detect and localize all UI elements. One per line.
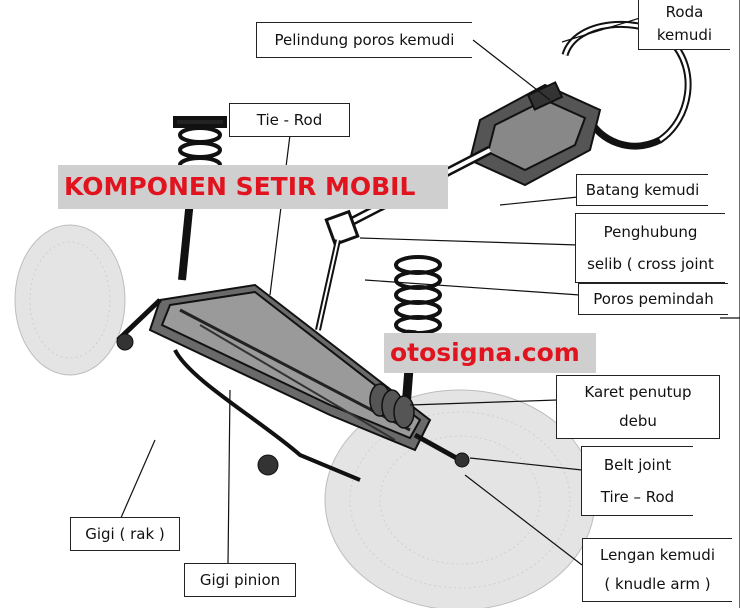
roda-kemudi-line2: kemudi <box>656 26 713 44</box>
lengan-kemudi-line2: ( knudle arm ) <box>604 575 711 593</box>
callout-batang-kemudi: Batang kemudi <box>576 174 708 206</box>
belt-joint-line1: Belt joint <box>603 455 672 474</box>
callout-poros-pemindah: Poros pemindah <box>578 283 728 315</box>
watermark-banner: otosigna.com <box>384 333 596 373</box>
roda-kemudi-line1: Roda <box>665 3 704 21</box>
callout-belt-joint: Belt joint Tire – Rod <box>581 446 693 516</box>
poros-pemindah-label: Poros pemindah <box>593 289 714 308</box>
callout-penghubung: Penghubung selib ( cross joint <box>575 213 725 283</box>
callout-gigi-rak: Gigi ( rak ) <box>70 517 180 551</box>
penghubung-line2: selib ( cross joint <box>587 254 714 273</box>
gigi-rak-label: Gigi ( rak ) <box>85 524 165 543</box>
batang-kemudi-label: Batang kemudi <box>585 180 700 199</box>
column-cover <box>468 81 602 187</box>
callout-lengan-kemudi: Lengan kemudi ( knudle arm ) <box>582 538 732 602</box>
karet-penutup-line1: Karet penutup <box>584 383 692 401</box>
tie-rods <box>116 298 462 482</box>
gigi-pinion-label: Gigi pinion <box>199 570 281 589</box>
title-banner: KOMPONEN SETIR MOBIL <box>58 165 448 209</box>
callout-roda-kemudi: Roda kemudi <box>638 0 730 50</box>
belt-joint-line2: Tire – Rod <box>600 487 675 506</box>
left-wheel <box>14 224 126 376</box>
lengan-kemudi-line1: Lengan kemudi <box>599 546 715 564</box>
penghubung-line1: Penghubung <box>603 222 698 241</box>
callout-tie-rod-top: Tie - Rod <box>229 103 350 137</box>
dust-boot <box>369 383 415 429</box>
pelindung-poros-label: Pelindung poros kemudi <box>274 30 455 49</box>
cross-joint <box>324 209 360 247</box>
tie-rod-top-label: Tie - Rod <box>256 110 323 129</box>
callout-karet-penutup: Karet penutup debu <box>556 375 720 439</box>
callout-gigi-pinion: Gigi pinion <box>184 563 296 597</box>
leader-lines <box>119 0 740 608</box>
karet-penutup-line2: debu <box>619 412 657 430</box>
callout-pelindung-poros: Pelindung poros kemudi <box>256 22 472 58</box>
